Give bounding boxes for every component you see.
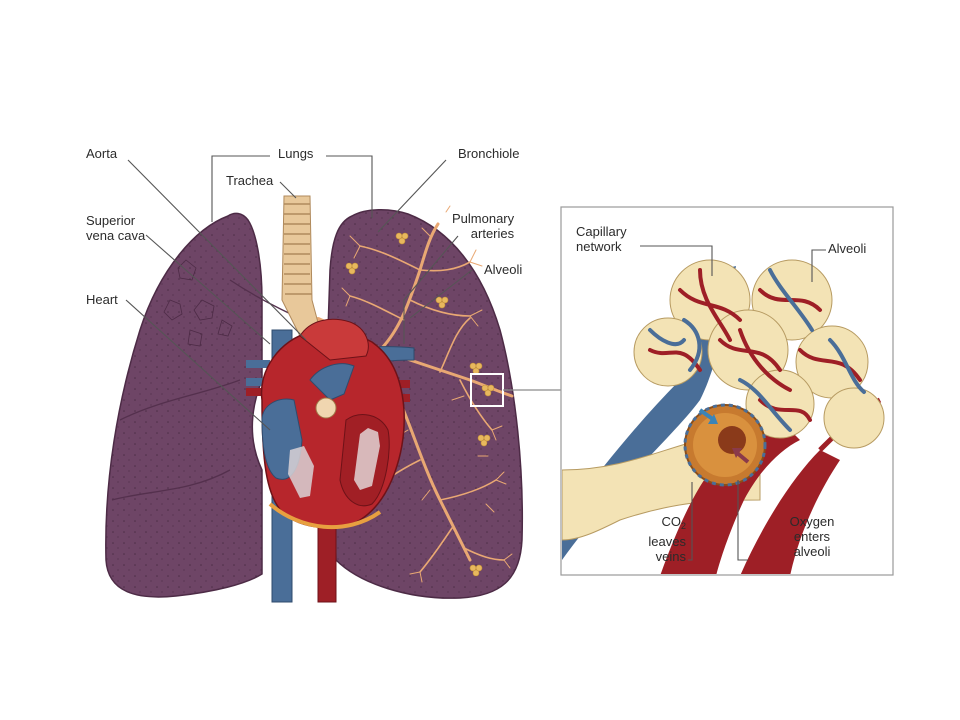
label-capillary-network: Capillary network bbox=[576, 224, 627, 254]
left-lung bbox=[105, 212, 331, 598]
label-bronchiole: Bronchiole bbox=[458, 146, 520, 161]
label-capillary-network-line1: Capillary bbox=[576, 224, 627, 239]
trachea bbox=[281, 195, 321, 337]
label-pulmonary-arteries-line1: Pulmonary bbox=[452, 211, 515, 226]
label-oxygen-enters-alveoli: Oxygen enters alveoli bbox=[780, 514, 844, 559]
label-trachea: Trachea bbox=[226, 173, 274, 188]
label-inset-alveoli: Alveoli bbox=[828, 241, 867, 256]
label-co2-main: CO bbox=[661, 514, 681, 529]
label-superior-vena-cava-line1: Superior bbox=[86, 213, 136, 228]
label-co2-line3: veins bbox=[655, 549, 686, 564]
label-co2-line2: leaves bbox=[648, 534, 686, 549]
label-oxygen-line3: alveoli bbox=[793, 544, 831, 559]
label-superior-vena-cava-line2: vena cava bbox=[86, 228, 146, 243]
heart bbox=[260, 318, 405, 530]
label-aorta: Aorta bbox=[86, 146, 118, 161]
inset-panel bbox=[560, 206, 894, 576]
label-oxygen-line2: enters bbox=[793, 529, 831, 544]
alveoli-clusters bbox=[345, 232, 495, 577]
label-heart: Heart bbox=[86, 292, 118, 307]
label-co2-subscript: 2 bbox=[680, 521, 686, 531]
label-superior-vena-cava: Superior vena cava bbox=[86, 213, 145, 243]
label-co2-leaves-veins: CO2 leaves veins bbox=[628, 514, 686, 564]
label-co2: CO2 bbox=[628, 514, 686, 534]
label-capillary-network-line2: network bbox=[576, 239, 622, 254]
label-alveoli: Alveoli bbox=[484, 262, 523, 277]
label-pulmonary-arteries: Pulmonary arteries bbox=[452, 211, 514, 241]
label-oxygen-line1: Oxygen bbox=[789, 514, 835, 529]
leader-lines bbox=[125, 155, 826, 561]
label-pulmonary-arteries-line2: arteries bbox=[470, 226, 515, 241]
label-lungs: Lungs bbox=[278, 146, 314, 161]
